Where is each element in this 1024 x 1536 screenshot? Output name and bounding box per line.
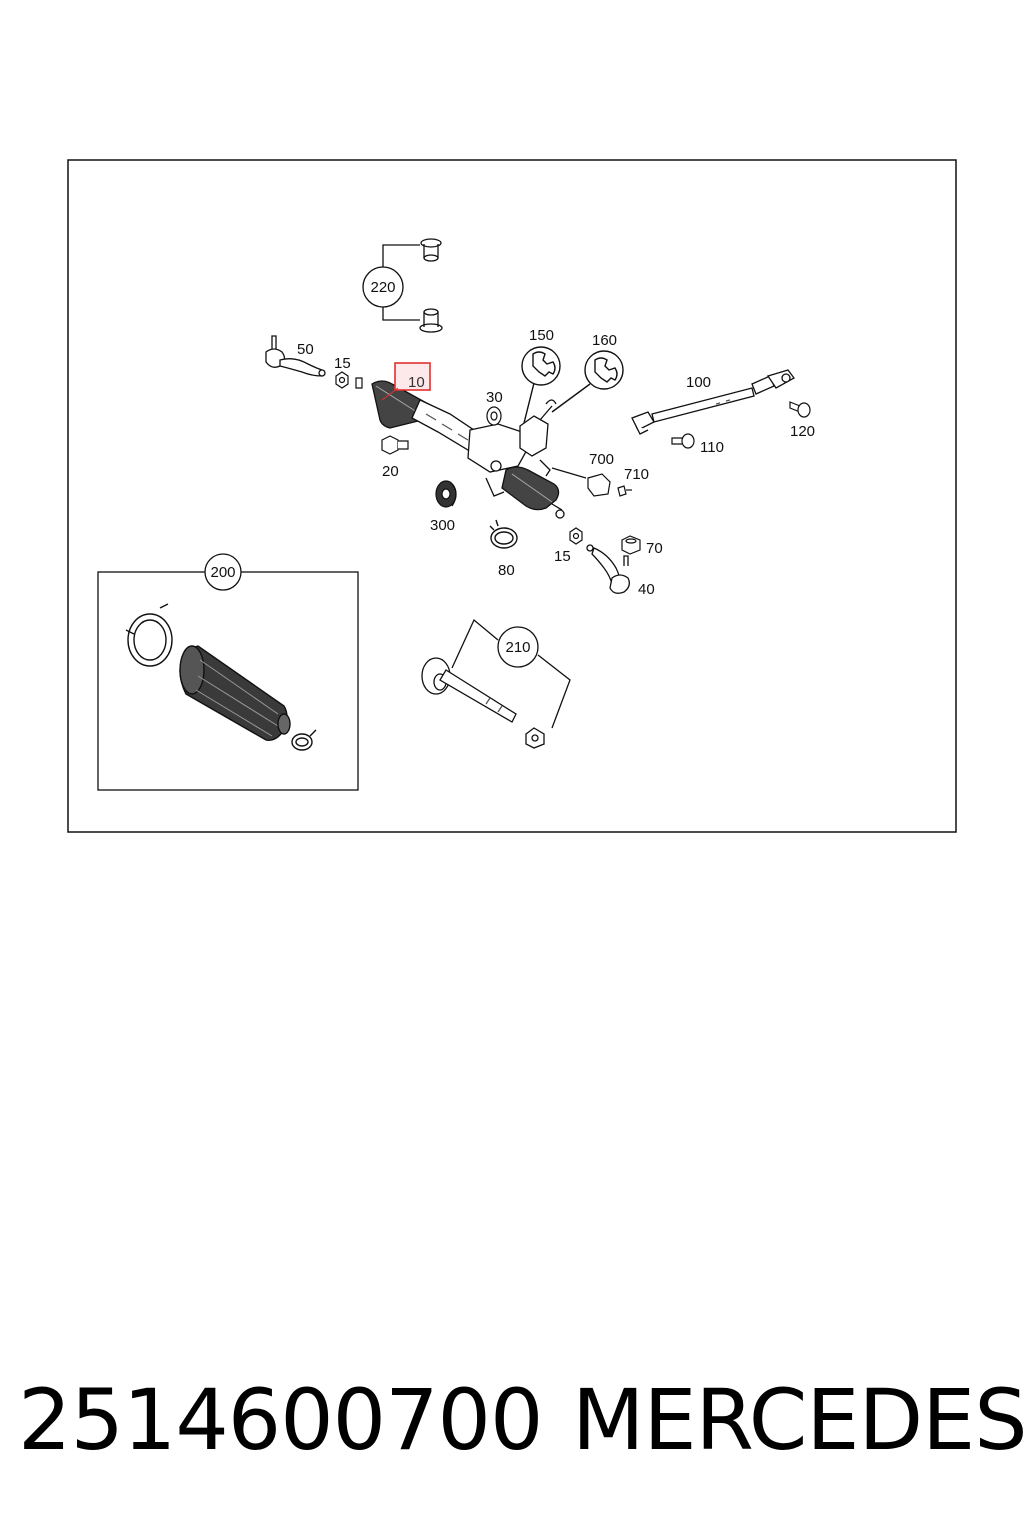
callout-20[interactable]: 20 xyxy=(382,463,399,480)
svg-text:10: 10 xyxy=(408,374,425,391)
callout-bubble-220[interactable]: 220 xyxy=(362,266,404,308)
svg-text:220: 220 xyxy=(370,279,395,296)
part-number: 2514600700 xyxy=(18,1371,543,1469)
leader-10 xyxy=(381,387,399,401)
callout-10-highlighted[interactable]: 10 xyxy=(394,362,431,391)
diagram-frame xyxy=(67,159,957,833)
tie-rod-end-right xyxy=(586,544,630,594)
callout-40[interactable]: 40 xyxy=(638,581,655,598)
intermediate-shaft-100 xyxy=(631,369,795,435)
callout-bubble-200[interactable]: 200 xyxy=(204,553,242,591)
inner-tie-rod-210 xyxy=(421,618,571,749)
bolt-110 xyxy=(671,433,695,449)
wrench-icon-150[interactable] xyxy=(521,346,561,424)
svg-text:200: 200 xyxy=(210,564,235,581)
nut-15-lower xyxy=(569,527,583,545)
callout-300[interactable]: 300 xyxy=(430,517,455,534)
clamp-80 xyxy=(489,519,518,549)
callout-110[interactable]: 110 xyxy=(700,439,724,456)
callout-150[interactable]: 150 xyxy=(529,327,554,344)
callout-50[interactable]: 50 xyxy=(297,341,314,358)
callout-160[interactable]: 160 xyxy=(592,332,617,349)
sensor-700 xyxy=(551,467,611,497)
callout-15-upper[interactable]: 15 xyxy=(334,355,351,372)
callout-70[interactable]: 70 xyxy=(646,540,663,557)
mount-300 xyxy=(435,480,457,508)
bolt-120 xyxy=(789,401,811,418)
callout-710[interactable]: 710 xyxy=(624,466,649,483)
clip-710 xyxy=(617,485,632,497)
nut-70 xyxy=(621,535,641,555)
nut-15-upper xyxy=(335,371,363,389)
bolt-20 xyxy=(381,435,409,455)
wrench-icon-160[interactable] xyxy=(551,350,624,413)
callout-bubble-210[interactable]: 210 xyxy=(497,626,539,668)
callout-15-lower[interactable]: 15 xyxy=(554,548,571,565)
callout-80[interactable]: 80 xyxy=(498,562,515,579)
bushing-group-220 xyxy=(382,238,443,333)
tie-rod-end-left xyxy=(265,335,326,377)
boot-kit-200 xyxy=(125,603,317,751)
steering-rack-assembly xyxy=(371,380,565,519)
callout-120[interactable]: 120 xyxy=(790,423,815,440)
svg-text:210: 210 xyxy=(505,639,530,656)
callout-30[interactable]: 30 xyxy=(486,389,503,406)
washer-30 xyxy=(486,406,502,426)
brand-name: MERCEDES xyxy=(572,1371,1024,1469)
parts-diagram: 220 xyxy=(67,159,957,833)
callout-100[interactable]: 100 xyxy=(686,374,711,391)
callout-700[interactable]: 700 xyxy=(589,451,614,468)
